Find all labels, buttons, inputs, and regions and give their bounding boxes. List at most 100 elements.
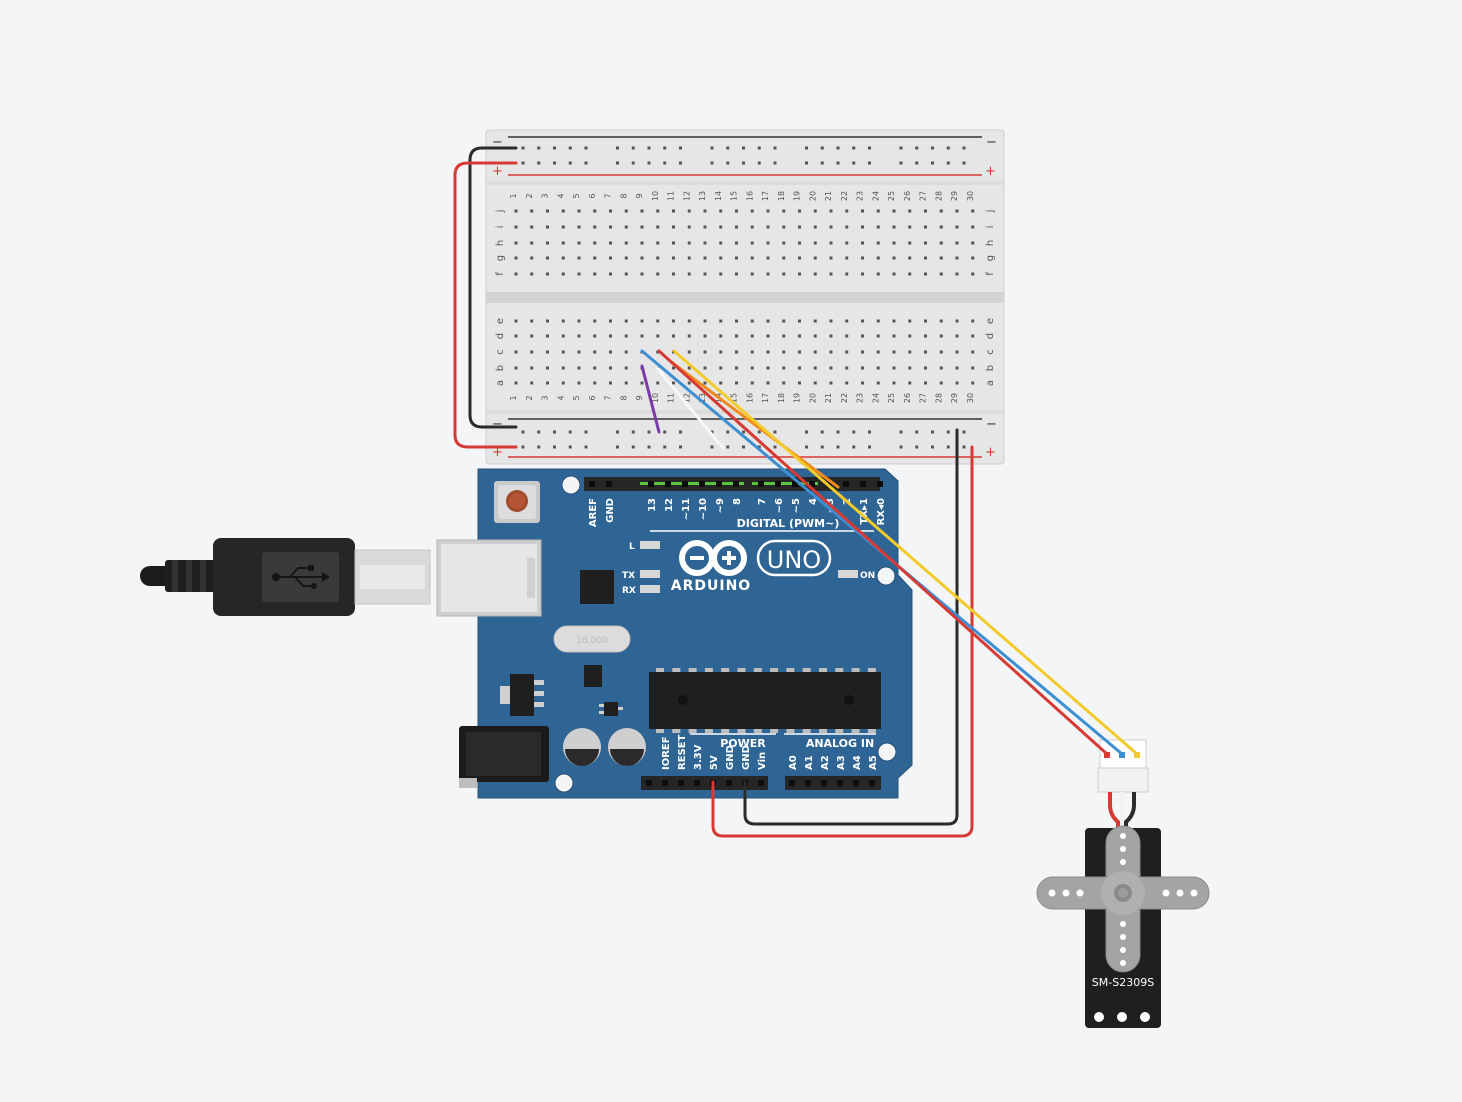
header-socket[interactable] xyxy=(726,780,732,786)
terminal-hole[interactable] xyxy=(514,350,518,354)
rail-hole[interactable] xyxy=(631,161,635,165)
rail-hole[interactable] xyxy=(962,146,966,150)
rail-hole[interactable] xyxy=(647,146,651,150)
terminal-hole[interactable] xyxy=(939,366,943,370)
terminal-hole[interactable] xyxy=(593,334,597,338)
rail-hole[interactable] xyxy=(726,146,730,150)
terminal-hole[interactable] xyxy=(924,209,927,213)
terminal-hole[interactable] xyxy=(672,366,675,370)
terminal-hole[interactable] xyxy=(687,256,691,260)
terminal-hole[interactable] xyxy=(750,381,754,385)
wire-red-to-servo[interactable] xyxy=(657,349,1109,756)
wire-red-5v-to-rail[interactable] xyxy=(711,445,974,838)
terminal-hole[interactable] xyxy=(861,225,864,229)
header-socket[interactable] xyxy=(606,481,612,487)
terminal-hole[interactable] xyxy=(546,209,549,213)
terminal-hole[interactable] xyxy=(939,350,943,354)
header-socket[interactable] xyxy=(758,780,764,786)
terminal-hole[interactable] xyxy=(971,272,975,276)
terminal-hole[interactable] xyxy=(876,334,880,338)
rail-hole[interactable] xyxy=(726,161,730,165)
header-socket[interactable] xyxy=(843,481,849,487)
terminal-hole[interactable] xyxy=(955,366,959,370)
terminal-hole[interactable] xyxy=(861,319,864,323)
terminal-hole[interactable] xyxy=(750,209,754,213)
terminal-hole[interactable] xyxy=(813,334,817,338)
rail-hole[interactable] xyxy=(773,146,777,150)
terminal-hole[interactable] xyxy=(861,334,864,338)
rail-hole[interactable] xyxy=(553,430,556,434)
wire-yellow-to-servo[interactable] xyxy=(672,349,1139,756)
terminal-hole[interactable] xyxy=(750,319,754,323)
terminal-hole[interactable] xyxy=(609,319,612,323)
terminal-hole[interactable] xyxy=(861,209,864,213)
terminal-hole[interactable] xyxy=(955,225,959,229)
terminal-hole[interactable] xyxy=(593,241,597,245)
rail-hole[interactable] xyxy=(553,161,556,165)
terminal-hole[interactable] xyxy=(593,381,597,385)
terminal-hole[interactable] xyxy=(908,334,912,338)
terminal-hole[interactable] xyxy=(687,241,691,245)
terminal-hole[interactable] xyxy=(609,225,612,229)
terminal-hole[interactable] xyxy=(829,256,833,260)
power-header[interactable] xyxy=(641,776,768,790)
terminal-hole[interactable] xyxy=(561,209,565,213)
terminal-hole[interactable] xyxy=(845,350,849,354)
rail-hole[interactable] xyxy=(757,146,761,150)
terminal-hole[interactable] xyxy=(735,241,738,245)
terminal-hole[interactable] xyxy=(672,209,675,213)
terminal-hole[interactable] xyxy=(687,334,691,338)
terminal-hole[interactable] xyxy=(908,366,912,370)
terminal-hole[interactable] xyxy=(876,272,880,276)
terminal-hole[interactable] xyxy=(939,381,943,385)
terminal-hole[interactable] xyxy=(876,381,880,385)
terminal-hole[interactable] xyxy=(640,241,644,245)
terminal-hole[interactable] xyxy=(624,366,628,370)
terminal-hole[interactable] xyxy=(672,381,675,385)
header-socket[interactable] xyxy=(805,780,811,786)
terminal-hole[interactable] xyxy=(719,366,723,370)
terminal-hole[interactable] xyxy=(640,225,644,229)
terminal-hole[interactable] xyxy=(719,272,723,276)
rail-hole[interactable] xyxy=(568,445,572,449)
terminal-hole[interactable] xyxy=(955,319,959,323)
terminal-hole[interactable] xyxy=(939,272,943,276)
terminal-hole[interactable] xyxy=(813,319,817,323)
rail-hole[interactable] xyxy=(584,146,588,150)
terminal-hole[interactable] xyxy=(546,225,549,229)
terminal-hole[interactable] xyxy=(672,256,675,260)
terminal-hole[interactable] xyxy=(514,381,518,385)
rail-hole[interactable] xyxy=(852,146,856,150)
header-socket[interactable] xyxy=(809,481,815,487)
terminal-hole[interactable] xyxy=(656,334,660,338)
terminal-hole[interactable] xyxy=(514,334,518,338)
terminal-hole[interactable] xyxy=(766,209,770,213)
terminal-hole[interactable] xyxy=(561,319,565,323)
rail-hole[interactable] xyxy=(521,445,525,449)
rail-hole[interactable] xyxy=(553,146,556,150)
rail-hole[interactable] xyxy=(946,161,950,165)
terminal-hole[interactable] xyxy=(892,381,896,385)
rail-hole[interactable] xyxy=(631,430,635,434)
terminal-hole[interactable] xyxy=(939,256,943,260)
rail-hole[interactable] xyxy=(836,161,840,165)
terminal-hole[interactable] xyxy=(908,381,912,385)
rail-hole[interactable] xyxy=(931,161,934,165)
terminal-hole[interactable] xyxy=(813,272,817,276)
terminal-hole[interactable] xyxy=(561,225,565,229)
rail-hole[interactable] xyxy=(868,161,871,165)
terminal-hole[interactable] xyxy=(845,366,849,370)
wires[interactable] xyxy=(453,146,1139,838)
terminal-hole[interactable] xyxy=(640,381,644,385)
terminal-hole[interactable] xyxy=(514,256,518,260)
terminal-hole[interactable] xyxy=(656,256,660,260)
terminal-hole[interactable] xyxy=(577,350,581,354)
terminal-hole[interactable] xyxy=(782,256,786,260)
terminal-hole[interactable] xyxy=(624,381,628,385)
terminal-hole[interactable] xyxy=(656,225,660,229)
terminal-hole[interactable] xyxy=(687,319,691,323)
header-socket[interactable] xyxy=(646,780,652,786)
terminal-hole[interactable] xyxy=(514,272,518,276)
terminal-hole[interactable] xyxy=(546,319,549,323)
terminal-hole[interactable] xyxy=(687,225,691,229)
